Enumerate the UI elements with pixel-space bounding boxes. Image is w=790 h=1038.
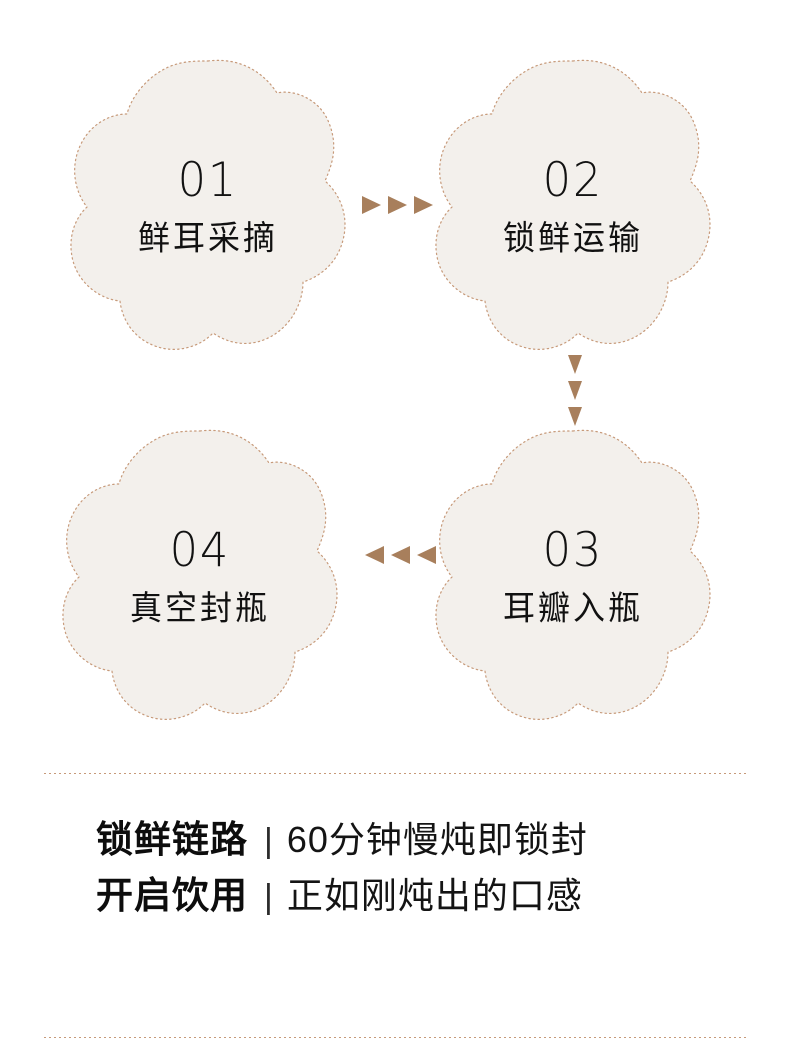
triangle-left-icon [390, 546, 410, 564]
triangle-left-icon [364, 546, 384, 564]
summary-term: 开启饮用 [96, 874, 248, 916]
summary-separator: | [264, 877, 273, 916]
summary-lines: 锁鲜链路 | 60分钟慢炖即锁封 开启饮用 | 正如刚炖出的口感 [0, 774, 790, 917]
summary-row: 锁鲜链路 | 60分钟慢炖即锁封 [0, 818, 790, 862]
summary-section: 锁鲜链路 | 60分钟慢炖即锁封 开启饮用 | 正如刚炖出的口感 [0, 762, 790, 1038]
divider-top [44, 773, 746, 774]
summary-separator: | [264, 822, 273, 860]
flow-step-01[interactable]: 01 鲜耳采摘 [63, 55, 353, 355]
blob-shape-02 [435, 59, 711, 350]
blob-shape-01 [70, 59, 346, 350]
arrow-left-icon-step03-to-step04 [355, 540, 445, 570]
triangle-right-icon [361, 196, 381, 214]
arrow-right-icon-step01-to-step02 [352, 190, 442, 220]
triangle-right-icon [387, 196, 407, 214]
flow-step-03[interactable]: 03 耳瓣入瓶 [428, 425, 718, 725]
blob-shape-03 [435, 429, 711, 720]
triangle-left-icon [416, 546, 436, 564]
blob-shape-04 [62, 429, 338, 720]
process-flow-diagram: 01 鲜耳采摘 02 锁鲜运输 04 真空封瓶 03 耳瓣入瓶 [55, 55, 718, 725]
flow-step-04[interactable]: 04 真空封瓶 [55, 425, 345, 725]
arrow-down-icon-step02-to-step03 [560, 354, 590, 426]
flow-step-02[interactable]: 02 锁鲜运输 [428, 55, 718, 355]
triangle-down-icon [568, 354, 582, 374]
triangle-down-icon [568, 380, 582, 400]
summary-term: 锁鲜链路 [96, 819, 248, 860]
summary-row: 开启饮用 | 正如刚炖出的口感 [0, 874, 790, 918]
triangle-down-icon [568, 406, 582, 426]
summary-description: 正如刚炖出的口感 [286, 874, 583, 916]
triangle-right-icon [413, 196, 433, 214]
summary-description: 60分钟慢炖即锁封 [286, 819, 588, 860]
